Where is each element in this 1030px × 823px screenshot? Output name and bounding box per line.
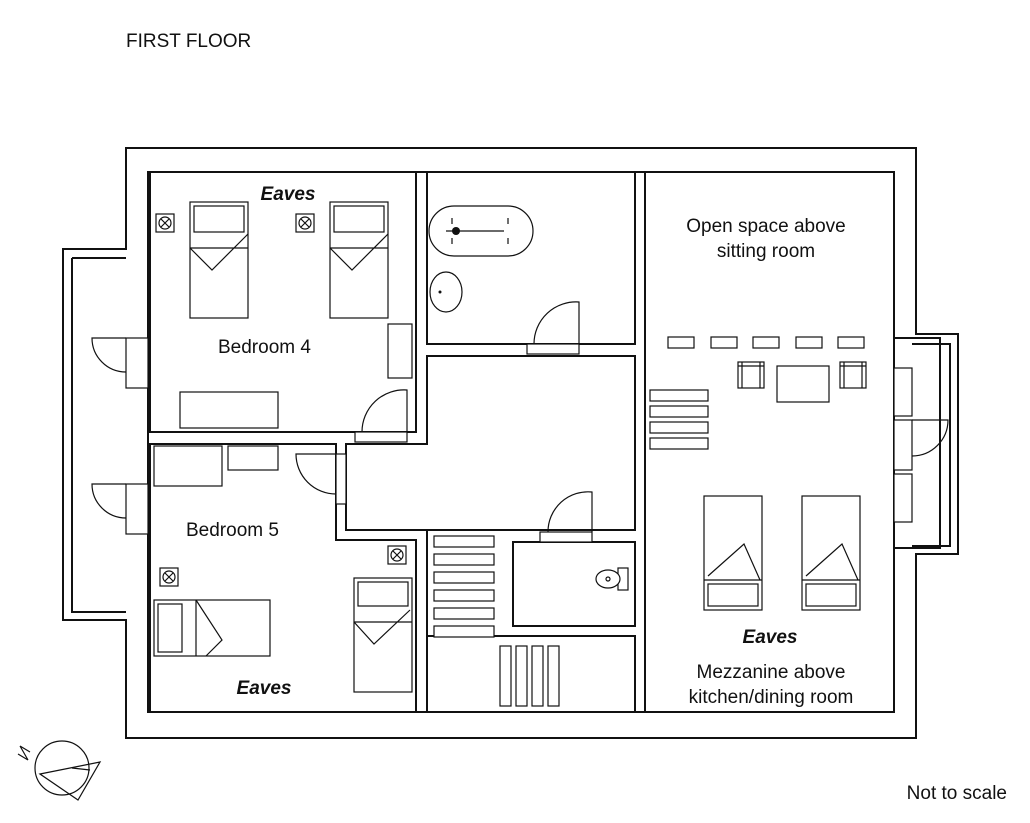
double-bed-icon [329,201,389,319]
floor-title: FIRST FLOOR [126,31,251,52]
chair-icon [839,361,867,389]
room-label-mezzanine-2: kitchen/dining room [689,687,854,708]
toilet-icon [595,567,629,591]
table [776,365,830,403]
room-label-bedroom4: Bedroom 4 [218,337,311,358]
eaves-label: Eaves [237,678,292,699]
dresser [179,391,279,429]
chair-icon [737,361,765,389]
wardrobe [387,323,413,379]
double-bed-icon [189,201,249,319]
lamp-icon [155,213,175,233]
lamp-icon [295,213,315,233]
double-bed-icon [703,495,763,611]
door-swing-icon [354,389,408,443]
door-swing-icon [295,453,347,505]
bath-icon [428,205,534,257]
lamp-icon [159,567,179,587]
mezzanine-furniture [649,336,867,611]
eaves-label: Eaves [743,627,798,648]
door-swing-icon [893,367,949,523]
room-label-bedroom5: Bedroom 5 [186,520,279,541]
bedroom4-furniture [155,201,413,429]
compass-north-icon [17,740,102,801]
eaves-label: Eaves [261,184,316,205]
door-swing-icon [91,483,149,535]
room-label-open-space-1: Open space above [686,216,846,237]
scale-note: Not to scale [907,783,1007,804]
double-bed-icon [801,495,861,611]
door-swing-icon [91,337,149,389]
double-bed-icon [353,577,413,693]
basin-icon [429,271,463,313]
staircase-icon [433,535,560,707]
bathroom-fixtures [428,205,534,313]
double-bed-icon [153,599,271,657]
wardrobe [153,445,223,487]
room-label-open-space-2: sitting room [717,241,815,262]
door-swing-icon [526,301,580,355]
lamp-icon [387,545,407,565]
bedroom5-furniture [153,445,413,693]
door-swing-icon [539,491,593,543]
dresser [227,445,279,471]
doors [91,301,949,543]
room-label-mezzanine-1: Mezzanine above [697,662,846,683]
